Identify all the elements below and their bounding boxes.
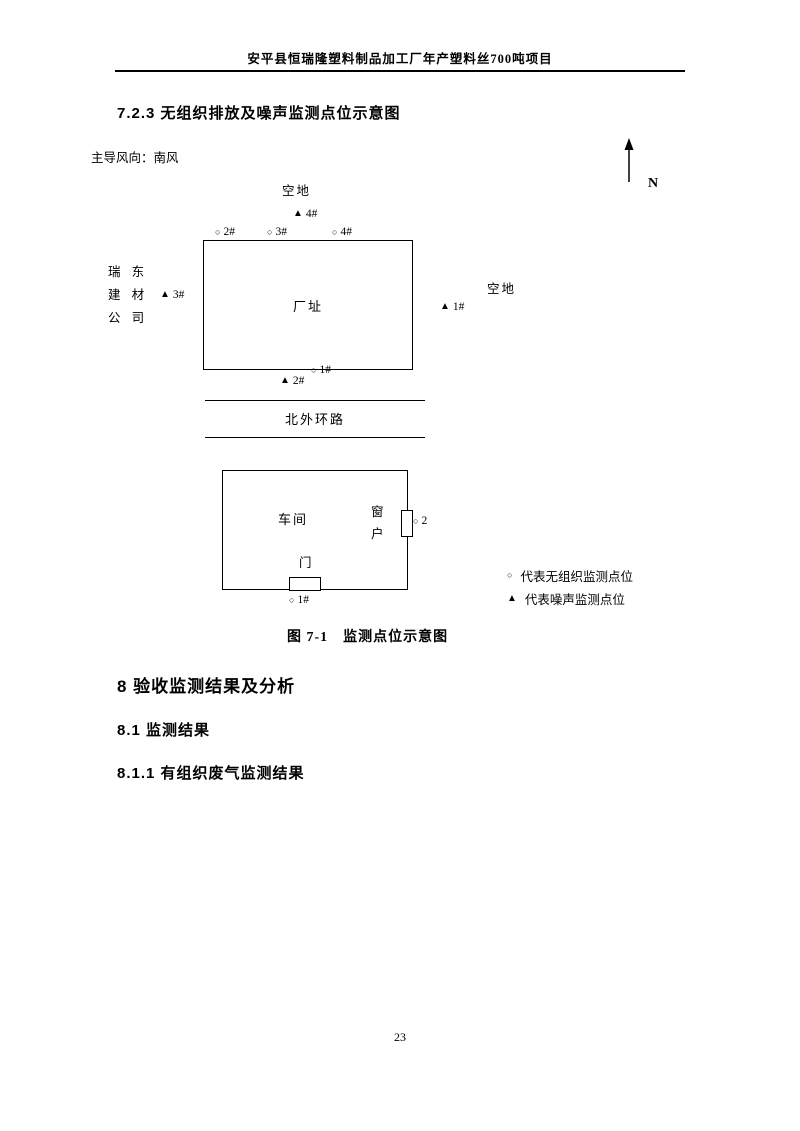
point-label: 1# [297, 594, 309, 606]
neighbor-company-label: 瑞 东 建 材 公 司 [108, 261, 148, 330]
road-top-line [205, 400, 425, 401]
point-label: 1# [319, 364, 331, 376]
window-label-char-1: 窗 [371, 505, 384, 519]
point-label: 3# [275, 226, 287, 238]
circle-marker-icon: ○ [332, 226, 338, 237]
point-label: 4# [340, 226, 352, 238]
point-label: 2 [421, 515, 428, 527]
point-label: 4# [305, 208, 318, 220]
workshop-point-1: ○ 1# [289, 594, 309, 606]
air-point-4: ○ 4# [332, 226, 352, 238]
circle-marker-icon: ○ [311, 364, 317, 375]
diagram-legend: ○ 代表无组织监测点位 ▲ 代表噪声监测点位 [507, 564, 633, 610]
air-point-3: ○ 3# [267, 226, 287, 238]
noise-point-4: ▲ 4# [293, 208, 317, 220]
circle-marker-icon: ○ [267, 226, 273, 237]
north-arrow-svg [624, 138, 634, 182]
circle-marker-icon: ○ [289, 594, 295, 605]
noise-point-3: ▲ 3# [160, 289, 184, 301]
noise-point-2: ▲ 2# [280, 375, 304, 387]
air-point-2: ○ 2# [215, 226, 235, 238]
circle-marker-icon: ○ [215, 226, 221, 237]
window-label-char-2: 户 [371, 527, 384, 541]
section-8-1-heading: 8.1 监测结果 [117, 722, 211, 739]
open-space-top-label: 空地 [282, 184, 312, 198]
section-8-1-1-heading: 8.1.1 有组织废气监测结果 [117, 765, 305, 782]
section-7-2-3-heading: 7.2.3 无组织排放及噪声监测点位示意图 [117, 105, 401, 122]
workshop-point-2: ○ 2 [413, 515, 427, 527]
legend-row-noise: ▲ 代表噪声监测点位 [507, 587, 633, 610]
figure-caption: 图 7-1 监测点位示意图 [287, 630, 449, 645]
road-bottom-line [205, 437, 425, 438]
door-label: 门 [299, 556, 312, 570]
triangle-marker-icon: ▲ [507, 592, 517, 604]
neighbor-line-2: 建 材 [108, 288, 149, 302]
open-space-right-label: 空地 [487, 282, 517, 296]
air-point-1: ○ 1# [311, 364, 331, 376]
point-label: 1# [452, 301, 465, 313]
circle-marker-icon: ○ [507, 570, 513, 580]
point-label: 3# [172, 289, 185, 301]
legend-text: 代表噪声监测点位 [524, 593, 625, 607]
legend-text: 代表无组织监测点位 [520, 570, 633, 584]
factory-site-label: 厂址 [292, 298, 323, 314]
road-label: 北外环路 [284, 412, 345, 427]
neighbor-line-3: 公 司 [108, 311, 149, 325]
wind-direction-label: 主导风向：南风 [91, 151, 179, 165]
triangle-marker-icon: ▲ [160, 289, 170, 300]
workshop-label: 车间 [278, 512, 309, 527]
north-arrow-icon [621, 138, 637, 187]
page-header-title: 安平县恒瑞隆塑料制品加工厂年产塑料丝700吨项目 [247, 52, 553, 66]
triangle-marker-icon: ▲ [280, 375, 290, 386]
factory-site-outline: 厂址 [203, 240, 413, 370]
north-label: N [648, 176, 659, 191]
section-8-heading: 8 验收监测结果及分析 [117, 677, 296, 696]
page-number: 23 [394, 1030, 406, 1044]
triangle-marker-icon: ▲ [440, 301, 450, 312]
window-shape [401, 510, 413, 537]
noise-point-1: ▲ 1# [440, 301, 464, 313]
triangle-marker-icon: ▲ [293, 208, 303, 219]
legend-row-unorganized: ○ 代表无组织监测点位 [507, 564, 633, 587]
door-shape [289, 577, 321, 591]
neighbor-line-1: 瑞 东 [108, 265, 149, 279]
header-divider [115, 70, 685, 72]
circle-marker-icon: ○ [413, 515, 419, 526]
point-label: 2# [292, 375, 305, 387]
point-label: 2# [223, 226, 235, 238]
